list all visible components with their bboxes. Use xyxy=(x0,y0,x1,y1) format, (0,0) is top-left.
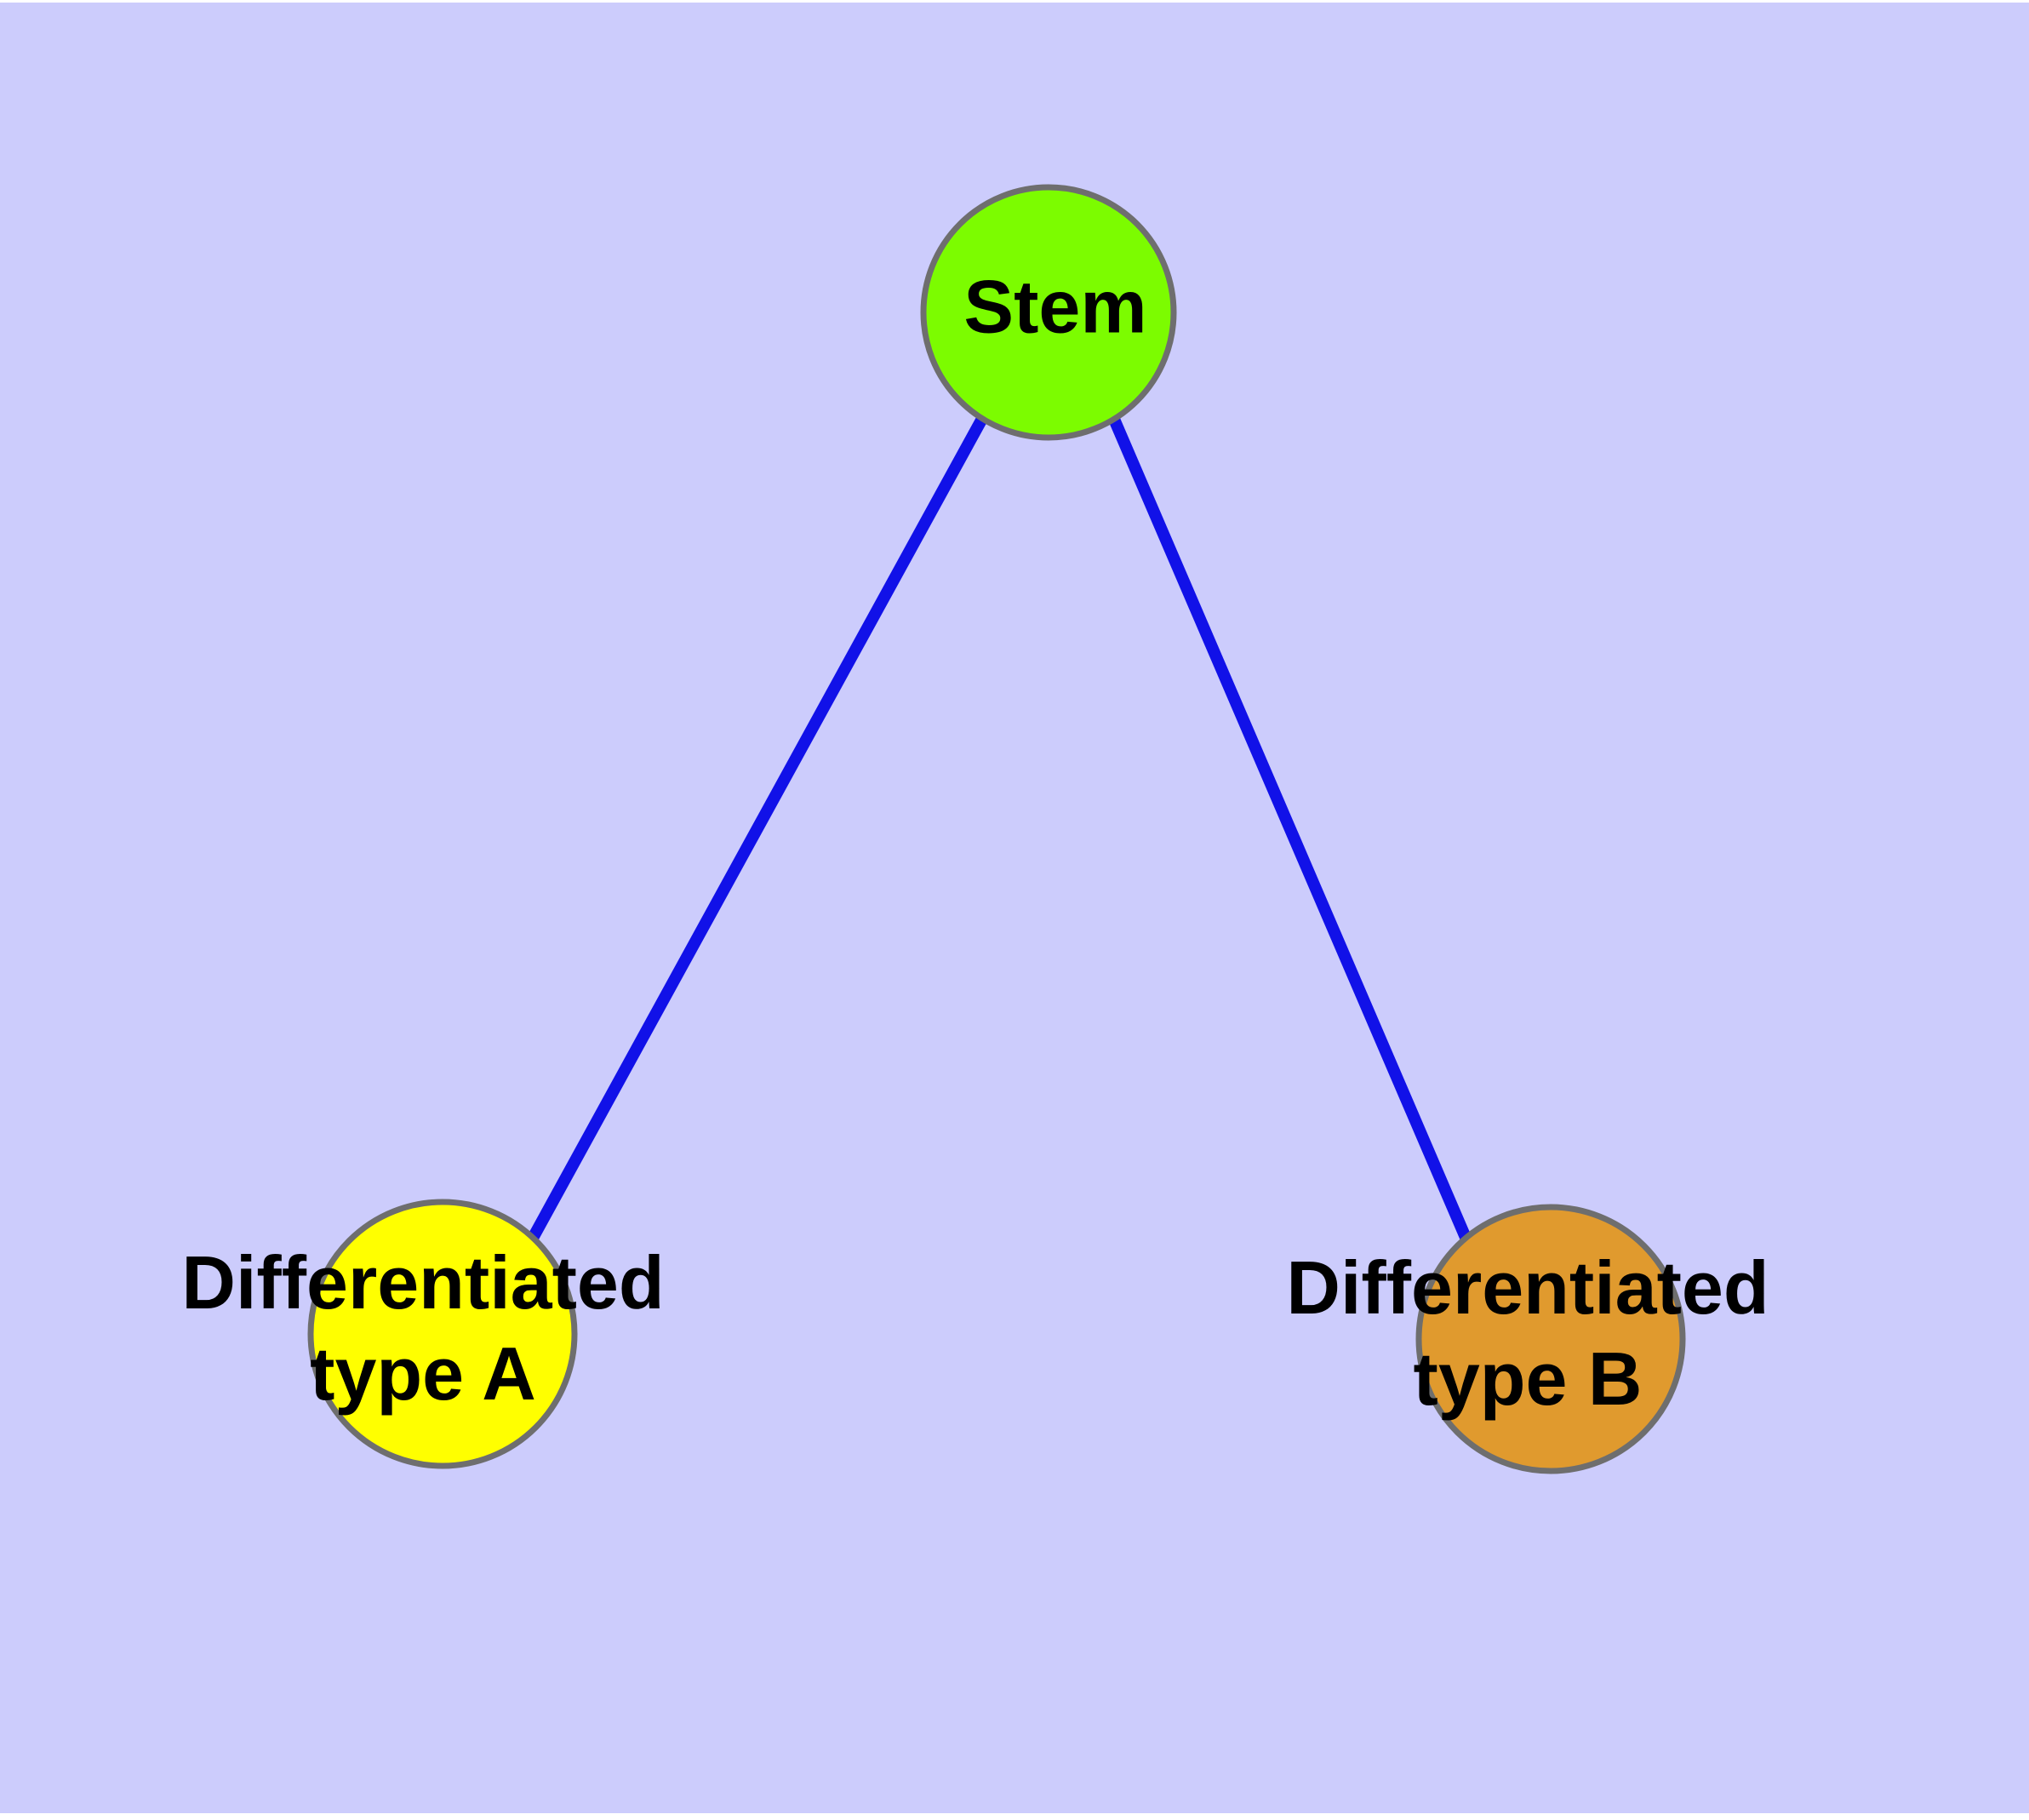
label-layer-differentiated-type-b: Differentiated type B xyxy=(1286,1245,1769,1421)
node-label-differentiated-type-b-line1: Differentiated xyxy=(1286,1245,1769,1330)
node-circle-stem[interactable] xyxy=(920,184,1177,441)
node-differentiated-type-a[interactable] xyxy=(307,1199,578,1469)
edge-stem-to-differentiated-b[interactable] xyxy=(1107,415,1475,1248)
node-circle-differentiated-type-b[interactable] xyxy=(1415,1204,1686,1474)
node-stem[interactable]: Stem xyxy=(920,184,1177,441)
edge-stem-to-differentiated-a[interactable] xyxy=(525,414,989,1245)
node-label-differentiated-type-a-line2: type A xyxy=(310,1331,536,1416)
label-layer-differentiated-type-a: Differentiated type A xyxy=(181,1240,664,1416)
edge-layer xyxy=(525,414,1475,1248)
node-label-differentiated-type-a-line1: Differentiated xyxy=(181,1240,664,1325)
node-circle-differentiated-type-a[interactable] xyxy=(307,1199,578,1469)
node-label-stem: Stem xyxy=(963,264,1146,348)
node-label-differentiated-type-b-line2: type B xyxy=(1414,1336,1643,1421)
node-differentiated-type-b[interactable] xyxy=(1415,1204,1686,1474)
